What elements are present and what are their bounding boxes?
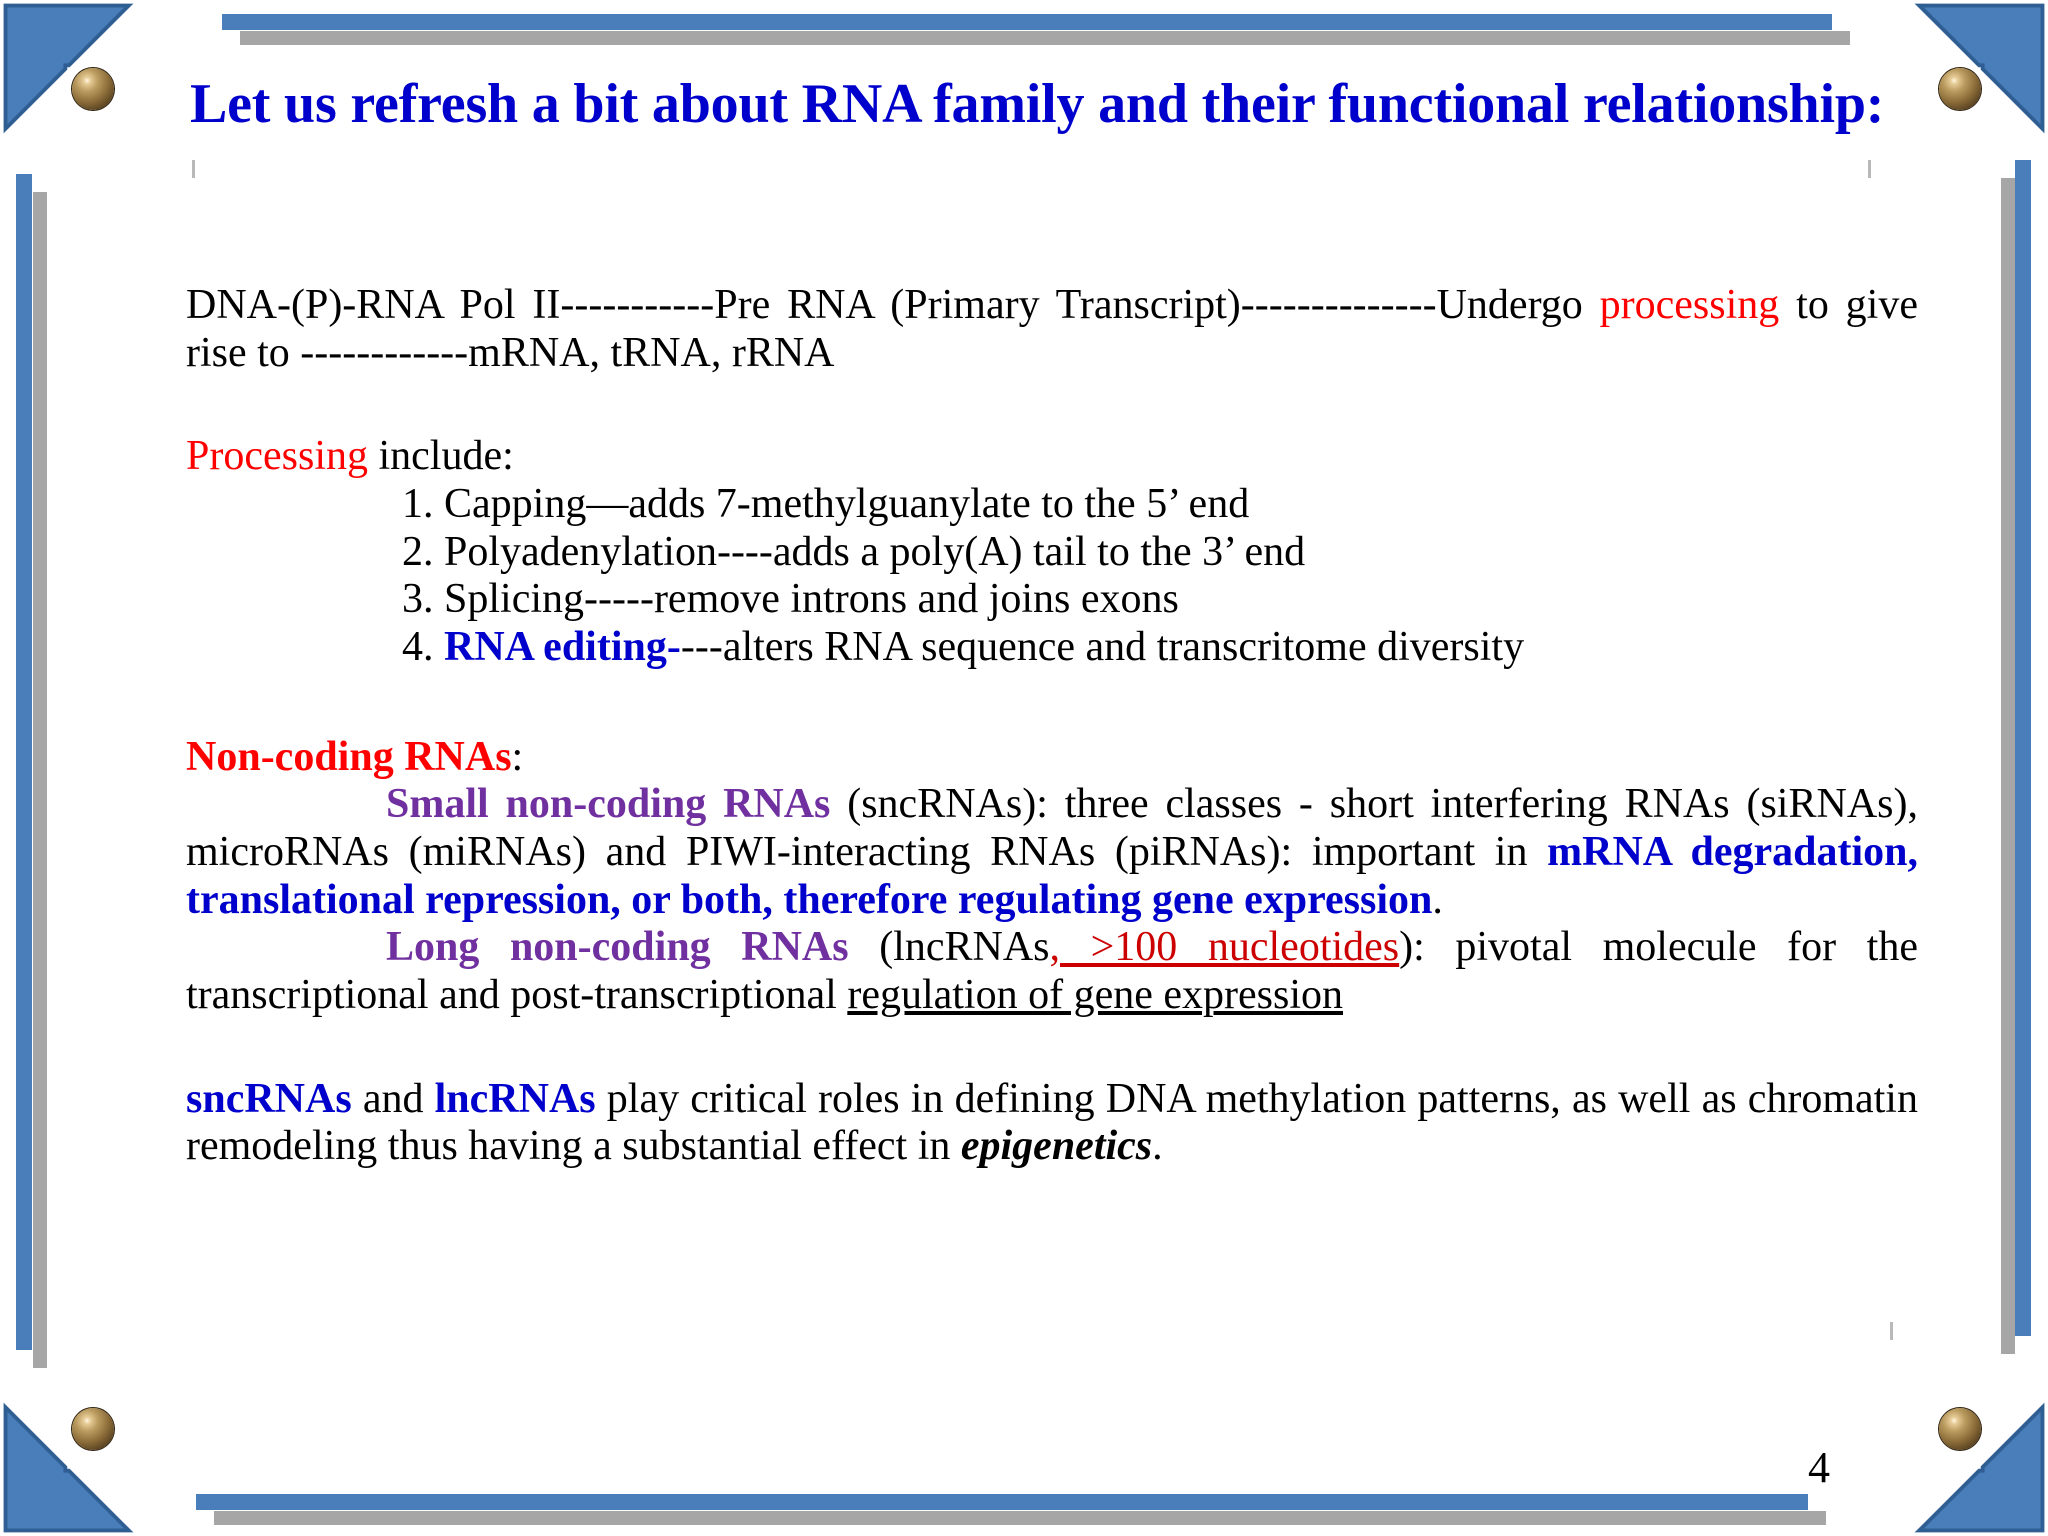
text-epigenetics: epigenetics bbox=[960, 1123, 1153, 1170]
text-final-period: . bbox=[1152, 1123, 1163, 1170]
paragraph-small-noncoding: Small non-coding RNAs (sncRNAs): three c… bbox=[186, 781, 1918, 924]
list-item: 1. Capping—adds 7-methylguanylate to the… bbox=[186, 481, 1918, 529]
text-regulation-gene-expression: regulation of gene expression bbox=[847, 971, 1344, 1018]
frame-tick-mark bbox=[1890, 1322, 1893, 1340]
bronze-sphere-bottom-left bbox=[72, 1408, 114, 1450]
text-lncrnas: lncRNAs bbox=[434, 1075, 596, 1122]
paragraph-transcription: DNA-(P)-RNA Pol II-----------Pre RNA (Pr… bbox=[186, 282, 1918, 377]
paragraph-long-noncoding: Long non-coding RNAs (lncRNAs, >100 nucl… bbox=[186, 924, 1918, 1019]
text-sncrnas: sncRNAs bbox=[186, 1075, 352, 1122]
text-lncrna-open: (lncRNAs bbox=[848, 924, 1050, 971]
text-pol2-chain: DNA-(P)-RNA Pol II-----------Pre RNA (Pr… bbox=[186, 282, 1600, 328]
frame-bar-bottom-blue bbox=[196, 1494, 1808, 1510]
corner-chevron-bottom-right bbox=[1870, 1358, 2046, 1534]
frame-tick-mark bbox=[192, 160, 195, 178]
text-colon: : bbox=[511, 733, 524, 780]
paragraph-noncoding-heading: Non-coding RNAs: bbox=[186, 734, 1918, 782]
text-small-noncoding-rnas: Small non-coding RNAs bbox=[386, 781, 831, 828]
frame-bar-top-blue bbox=[222, 14, 1832, 30]
bronze-sphere-top-left bbox=[72, 68, 114, 110]
spacer bbox=[186, 377, 1918, 433]
list-item-label: Capping—adds 7-methylguanylate to the 5’… bbox=[444, 480, 1250, 527]
list-item: 2. Polyadenylation----adds a poly(A) tai… bbox=[186, 529, 1918, 577]
frame-bar-top-shadow bbox=[240, 31, 1850, 45]
slide-body: DNA-(P)-RNA Pol II-----------Pre RNA (Pr… bbox=[186, 282, 1918, 1171]
bronze-sphere-bottom-right bbox=[1939, 1408, 1981, 1450]
text-period: . bbox=[1432, 876, 1443, 923]
corner-chevron-top-left bbox=[2, 2, 178, 178]
list-item-number: 2. bbox=[402, 528, 444, 575]
text-noncoding-rnas: Non-coding RNAs bbox=[186, 733, 512, 780]
frame-bar-bottom-shadow bbox=[214, 1511, 1826, 1525]
list-item: 3. Splicing-----remove introns and joins… bbox=[186, 576, 1918, 624]
text-include: include: bbox=[368, 433, 514, 480]
frame-bar-left-shadow bbox=[33, 192, 47, 1368]
text-and: and bbox=[351, 1075, 435, 1122]
spacer bbox=[186, 672, 1918, 734]
text-critical-roles: play critical roles in defining DNA meth… bbox=[186, 1075, 1918, 1170]
corner-chevron-bottom-left bbox=[2, 1358, 178, 1534]
text-long-noncoding-rnas: Long non-coding RNAs bbox=[386, 924, 849, 971]
list-item-label: Polyadenylation----adds a poly(A) tail t… bbox=[444, 528, 1306, 575]
text-give-rise: to give rise to ------------mRNA, tRNA, … bbox=[186, 282, 1918, 376]
text-sncrna-classes: (sncRNAs): three classes - short interfe… bbox=[186, 781, 1918, 875]
list-item-label: ---alters RNA sequence and transcritome … bbox=[680, 623, 1525, 670]
text-pivotal-molecule: ): pivotal molecule for the transcriptio… bbox=[186, 924, 1918, 1018]
text-mrna-degradation-emphasis: mRNA degradation, translational repressi… bbox=[186, 828, 1918, 923]
frame-bar-right-blue bbox=[2015, 160, 2031, 1336]
list-item-number: 3. bbox=[402, 576, 444, 623]
spacer bbox=[186, 1020, 1918, 1076]
list-item-label: Splicing-----remove introns and joins ex… bbox=[444, 576, 1179, 623]
text-nucleotide-length: , >100 nucleotides bbox=[1049, 924, 1400, 971]
slide-title: Let us refresh a bit about RNA family an… bbox=[190, 73, 1885, 135]
list-item-number: 4. bbox=[402, 623, 444, 670]
frame-tick-mark bbox=[1868, 160, 1871, 178]
corner-chevron-top-right bbox=[1870, 2, 2046, 178]
paragraph-epigenetics: sncRNAs and lncRNAs play critical roles … bbox=[186, 1076, 1918, 1171]
page-number: 4 bbox=[1808, 1443, 1830, 1492]
list-item-emphasis: RNA editing- bbox=[444, 623, 681, 670]
paragraph-processing-heading: Processing include: bbox=[186, 433, 1918, 481]
bronze-sphere-top-right bbox=[1939, 68, 1981, 110]
list-item-number: 1. bbox=[402, 480, 444, 527]
text-processing-label: Processing bbox=[186, 433, 368, 480]
list-item: 4. RNA editing----alters RNA sequence an… bbox=[186, 624, 1918, 672]
frame-bar-right-shadow bbox=[2001, 178, 2015, 1354]
frame-bar-left-blue bbox=[16, 174, 32, 1350]
text-processing-red: processing bbox=[1599, 282, 1780, 328]
